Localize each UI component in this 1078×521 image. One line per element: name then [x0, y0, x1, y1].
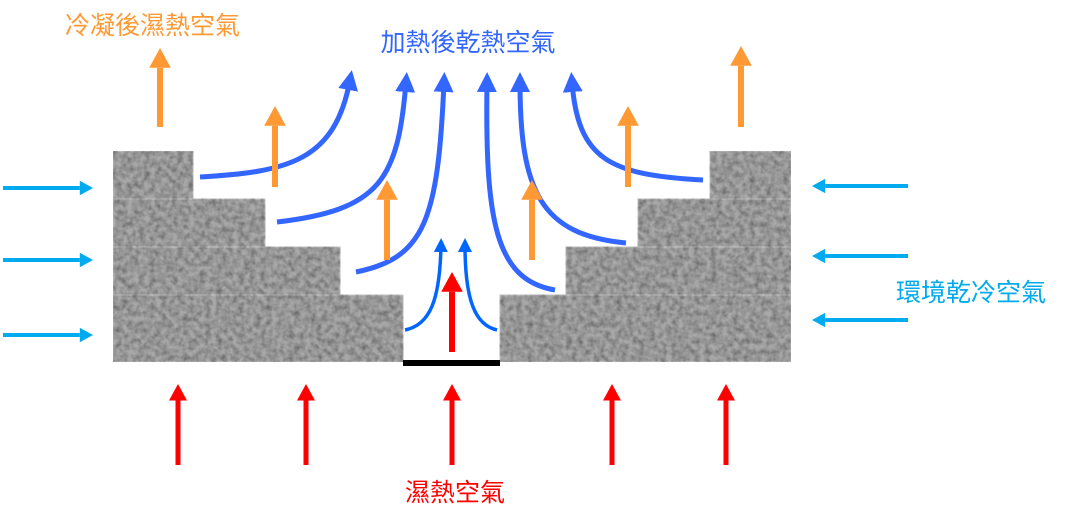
inner-flow-arrow-left — [404, 238, 448, 332]
ambient-air-arrow — [3, 180, 93, 196]
arrow-head — [376, 180, 398, 200]
humid-air-arrow — [717, 384, 735, 465]
condensed-air-arrow — [264, 106, 286, 187]
humid-air-arrow — [297, 384, 315, 465]
condensed-air-arrow — [521, 180, 543, 260]
left-step-3 — [112, 246, 341, 296]
condensed-air-arrow — [149, 48, 171, 127]
heated-flow-arrow — [276, 72, 416, 225]
arrow-head — [79, 252, 93, 268]
left-step-4 — [112, 294, 404, 363]
arrow-head — [264, 106, 286, 126]
right-step-2 — [637, 198, 792, 248]
arrow-head — [443, 384, 461, 401]
arrow-head — [717, 384, 735, 401]
right-step-1 — [709, 150, 792, 200]
heated-air-label: 加熱後乾熱空氣 — [380, 28, 555, 57]
condensed-air-arrow — [730, 46, 752, 127]
ambient-air-arrow — [3, 327, 93, 343]
right-step-4 — [499, 294, 792, 363]
heated-flow-arrow — [199, 70, 358, 180]
inner-flow — [404, 238, 498, 332]
condensed-air-arrow — [376, 180, 398, 260]
arrow-head — [812, 312, 826, 328]
ambient-air-label: 環境乾冷空氣 — [896, 278, 1046, 307]
ambient-air-arrow — [3, 252, 93, 268]
heater-base — [403, 360, 500, 366]
arrow-head — [297, 384, 315, 401]
humid-air-arrow — [169, 384, 187, 465]
center-humid-air-arrow — [441, 272, 463, 352]
arrow-head — [79, 327, 93, 343]
humid-air-arrow — [603, 384, 621, 465]
left-step-2 — [112, 198, 266, 248]
humid-air-label: 濕熱空氣 — [405, 478, 505, 507]
arrow-head — [730, 46, 752, 66]
humid-air-arrow — [443, 384, 461, 465]
arrow-head — [617, 106, 639, 126]
condensed-air-label: 冷凝後濕熱空氣 — [65, 11, 240, 40]
heated-flow-arrow — [355, 72, 454, 275]
arrow-head — [812, 178, 826, 194]
right-step-3 — [565, 246, 792, 296]
arrow-head — [79, 180, 93, 196]
straight-arrows — [3, 46, 908, 465]
heated-air-flow — [199, 70, 704, 293]
arrow-head — [441, 272, 463, 292]
ambient-air-arrow — [812, 312, 908, 328]
heated-flow-arrow — [562, 72, 704, 183]
heated-flow-arrow — [476, 72, 556, 293]
arrow-head — [812, 248, 826, 264]
arrow-head — [149, 48, 171, 68]
arrow-head — [521, 180, 543, 200]
ambient-air-arrow — [812, 178, 908, 194]
inner-flow-arrow-right — [458, 238, 498, 332]
arrow-head — [603, 384, 621, 401]
arrow-head — [169, 384, 187, 401]
heated-flow-arrow — [510, 72, 627, 246]
ambient-air-arrow — [812, 248, 908, 264]
left-step-1 — [112, 150, 194, 200]
condensed-air-arrow — [617, 106, 639, 187]
stone-structure — [112, 150, 792, 363]
